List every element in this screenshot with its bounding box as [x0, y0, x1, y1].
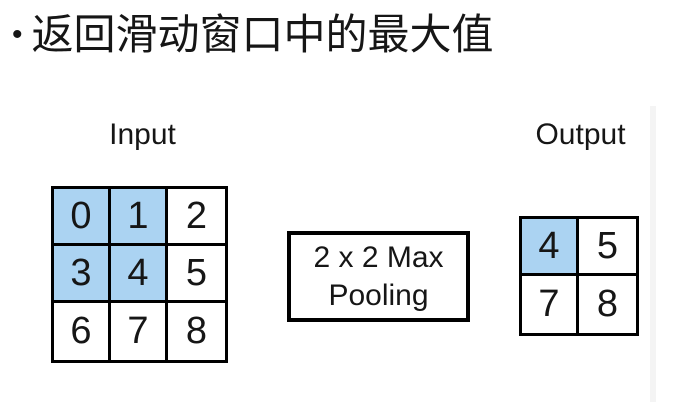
slide-edge-line: [650, 106, 656, 402]
input-grid: 0 1 2 3 4 5 6 7 8: [51, 186, 228, 363]
grid-cell: 7: [111, 303, 168, 360]
output-grid: 4 5 7 8: [519, 216, 639, 336]
grid-cell: 5: [579, 219, 636, 276]
slide-title-text: 返回滑动窗口中的最大值: [31, 11, 494, 58]
input-grid-label: Input: [109, 118, 176, 151]
bullet-icon: •: [12, 18, 23, 51]
grid-cell: 3: [54, 246, 111, 303]
slide-title: • 返回滑动窗口中的最大值: [12, 0, 494, 70]
grid-cell: 8: [168, 303, 225, 360]
grid-cell: 4: [111, 246, 168, 303]
output-grid-label: Output: [535, 118, 626, 151]
grid-cell: 1: [111, 189, 168, 246]
grid-cell: 4: [522, 219, 579, 276]
grid-cell: 5: [168, 246, 225, 303]
op-label-line2: Pooling: [328, 278, 429, 312]
grid-cell: 7: [522, 276, 579, 333]
grid-cell: 8: [579, 276, 636, 333]
grid-cell: 6: [54, 303, 111, 360]
grid-cell: 0: [54, 189, 111, 246]
max-pooling-operation-box: 2 x 2 Max Pooling: [287, 231, 470, 322]
op-label-line1: 2 x 2 Max: [313, 241, 444, 274]
grid-cell: 2: [168, 189, 225, 246]
